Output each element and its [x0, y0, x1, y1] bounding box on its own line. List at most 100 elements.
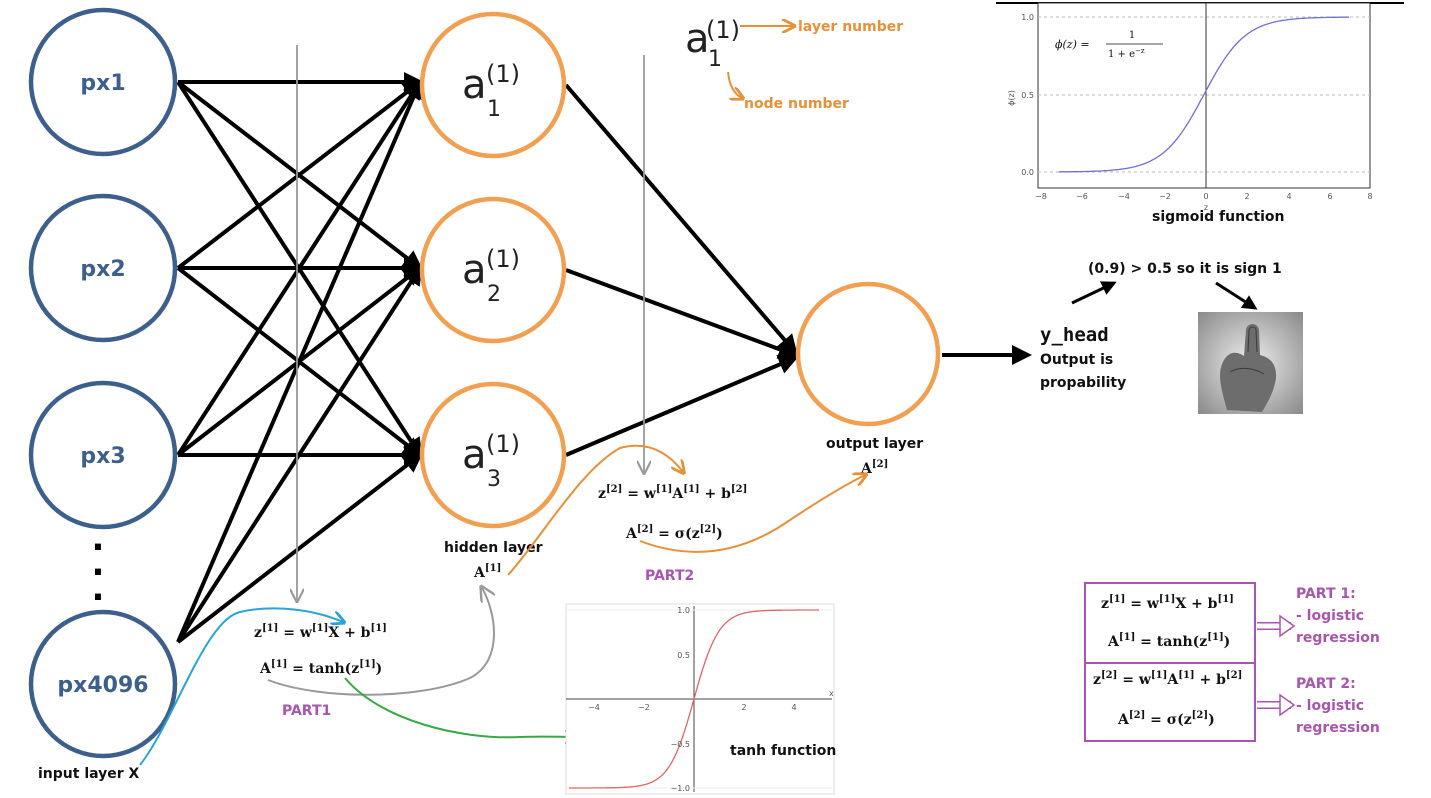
sigmoid-formula-lhs: ϕ(z) =	[1055, 38, 1090, 51]
sigmoid-x-tick: 2	[1244, 192, 1249, 201]
tanh-x-tick: 2	[741, 703, 746, 712]
hidden-node-1: a (1) 1	[419, 11, 567, 159]
hidden-node-sup: (1)	[486, 430, 520, 458]
output-node	[795, 281, 941, 427]
hidden-node-2: a (1) 2	[419, 196, 567, 344]
layer-number-note: layer number	[798, 19, 903, 35]
sigmoid-chart: −8 −6 −4 −2 0 2 4 6 8 0.0 0.5 1.0 ϕ(z) z…	[996, 2, 1404, 225]
hidden-node-sup: (1)	[486, 245, 520, 273]
input-node-px1: px1	[28, 7, 178, 157]
tanh-x-tick: −4	[588, 703, 600, 712]
part1-z-equation: z[1] = w[1]X + b[1]	[254, 623, 387, 641]
hidden-node-3: a (1) 3	[419, 381, 567, 529]
ellipsis-dots: . . .	[92, 519, 105, 609]
sigmoid-formula-num: 1	[1129, 30, 1135, 41]
hidden-node-main: a	[462, 247, 487, 293]
prediction-annotation: (0.9) > 0.5 so it is sign 1 y_head Outpu…	[1040, 261, 1282, 391]
y-head-label: y_head	[1040, 324, 1109, 346]
ellipsis-dot: .	[92, 569, 105, 609]
summary-box: z[1] = w[1]X + b[1] A[1] = tanh(z[1]) z[…	[1084, 582, 1380, 742]
input-hidden-connections	[176, 72, 424, 644]
notation-sub: 1	[708, 47, 722, 72]
hidden-node-main: a	[462, 62, 487, 108]
tanh-y-tick: −1.0	[671, 784, 690, 793]
ellipsis-dot: .	[92, 519, 105, 559]
sigmoid-x-tick: −6	[1076, 192, 1088, 201]
sigmoid-x-tick: 4	[1286, 192, 1291, 201]
tanh-caption: tanh function	[730, 743, 836, 759]
part1-annotation: z[1] = w[1]X + b[1] A[1] = tanh(z[1]) PA…	[139, 563, 576, 766]
sigmoid-x-tick: 8	[1367, 192, 1372, 201]
part1-output: A[1]	[473, 563, 501, 581]
tanh-y-tick: −0.5	[671, 740, 690, 749]
hidden-node-main: a	[462, 432, 487, 478]
sigmoid-formula: ϕ(z) = 1 1 + e−z	[1055, 30, 1163, 60]
input-node-px2: px2	[28, 193, 178, 343]
notation-main: a	[685, 16, 710, 62]
summary-part2-desc2: regression	[1296, 720, 1380, 736]
tanh-x-tick: 4	[791, 703, 796, 712]
sigmoid-x-tick: 6	[1327, 192, 1332, 201]
sigmoid-curve	[1058, 16, 1350, 173]
sigmoid-x-tick: −8	[1035, 192, 1047, 201]
tanh-chart: −4 −2 2 4 1.0 0.5 −0.5 −1.0 x tanh funct…	[565, 603, 836, 795]
hidden-node-sup: (1)	[486, 60, 520, 88]
output-layer: output layer A[2]	[795, 281, 941, 477]
input-node-label: px3	[80, 444, 125, 469]
output-layer-label: output layer	[826, 436, 923, 452]
input-layer: px1 px2 px3 . . . px4096 input layer X	[28, 7, 178, 782]
part2-label: PART2	[645, 568, 694, 584]
summary-part1-a-equation: A[1] = tanh(z[1])	[1107, 632, 1230, 650]
sigmoid-formula-den: 1 + e−z	[1108, 47, 1145, 60]
input-node-label: px1	[80, 71, 125, 96]
part2-annotation: z[2] = w[1]A[1] + b[2] A[2] = σ(z[2]) PA…	[507, 444, 865, 584]
layer-guide-arrows	[297, 45, 644, 600]
sigmoid-xlabel: z	[1204, 203, 1208, 212]
summary-part2-z-equation: z[2] = w[1]A[1] + b[2]	[1093, 670, 1242, 688]
part2-a-equation: A[2] = σ(z[2])	[625, 524, 723, 542]
part1-a-equation: A[1] = tanh(z[1])	[259, 659, 382, 677]
summary-part1-title: PART 1:	[1296, 586, 1356, 602]
sigmoid-x-tick: 0	[1203, 192, 1208, 201]
tanh-curve	[569, 609, 819, 789]
node-number-note: node number	[744, 96, 849, 112]
sigmoid-x-tick: −2	[1159, 192, 1171, 201]
hidden-node-sub: 1	[487, 97, 501, 122]
tanh-x-tick: −2	[638, 703, 650, 712]
notation-sup: (1)	[706, 16, 740, 44]
part2-z-equation: z[2] = w[1]A[1] + b[2]	[598, 484, 747, 502]
summary-part2-a-equation: A[2] = σ(z[2])	[1117, 710, 1215, 728]
tanh-y-ticks: 1.0 0.5 −0.5 −1.0	[671, 606, 690, 793]
sigmoid-y-tick: 0.5	[1021, 91, 1034, 100]
decision-text: (0.9) > 0.5 so it is sign 1	[1088, 261, 1282, 277]
tanh-x-ticks: −4 −2 2 4	[588, 703, 796, 712]
sigmoid-caption: sigmoid function	[1152, 209, 1284, 225]
sigmoid-x-ticks: −8 −6 −4 −2 0 2 4 6 8	[1035, 192, 1372, 201]
output-desc-line1: Output is	[1040, 352, 1113, 368]
input-layer-label: input layer X	[38, 766, 140, 782]
sigmoid-y-ticks: 0.0 0.5 1.0	[1021, 13, 1034, 177]
tanh-y-tick: 1.0	[677, 606, 690, 615]
sign-language-image	[1198, 312, 1303, 414]
hidden-node-sub: 2	[487, 282, 501, 307]
hidden-output-connections	[564, 83, 799, 457]
part1-label: PART1	[282, 703, 331, 719]
sigmoid-y-tick: 0.0	[1021, 168, 1034, 177]
tanh-xlabel: x	[829, 689, 834, 698]
input-node-px4096: px4096	[28, 609, 178, 759]
summary-part2-desc1: - logistic	[1296, 698, 1364, 714]
sigmoid-x-tick: −4	[1118, 192, 1130, 201]
hidden-layer: a (1) 1 a (1) 2 a (1) 3 hidden layer	[419, 11, 567, 556]
ellipsis-dot: .	[92, 544, 105, 584]
sigmoid-ylabel: ϕ(z)	[1007, 90, 1016, 106]
input-node-label: px4096	[57, 673, 148, 698]
summary-part1-desc2: regression	[1296, 630, 1380, 646]
summary-part1-z-equation: z[1] = w[1]X + b[1]	[1101, 594, 1234, 612]
summary-part1-desc1: - logistic	[1296, 608, 1364, 624]
tanh-y-tick: 0.5	[677, 651, 690, 660]
hidden-node-sub: 3	[487, 467, 501, 492]
summary-part2-title: PART 2:	[1296, 676, 1356, 692]
notation-legend: a (1) 1 layer number node number	[685, 16, 903, 112]
sigmoid-y-tick: 1.0	[1021, 13, 1034, 22]
